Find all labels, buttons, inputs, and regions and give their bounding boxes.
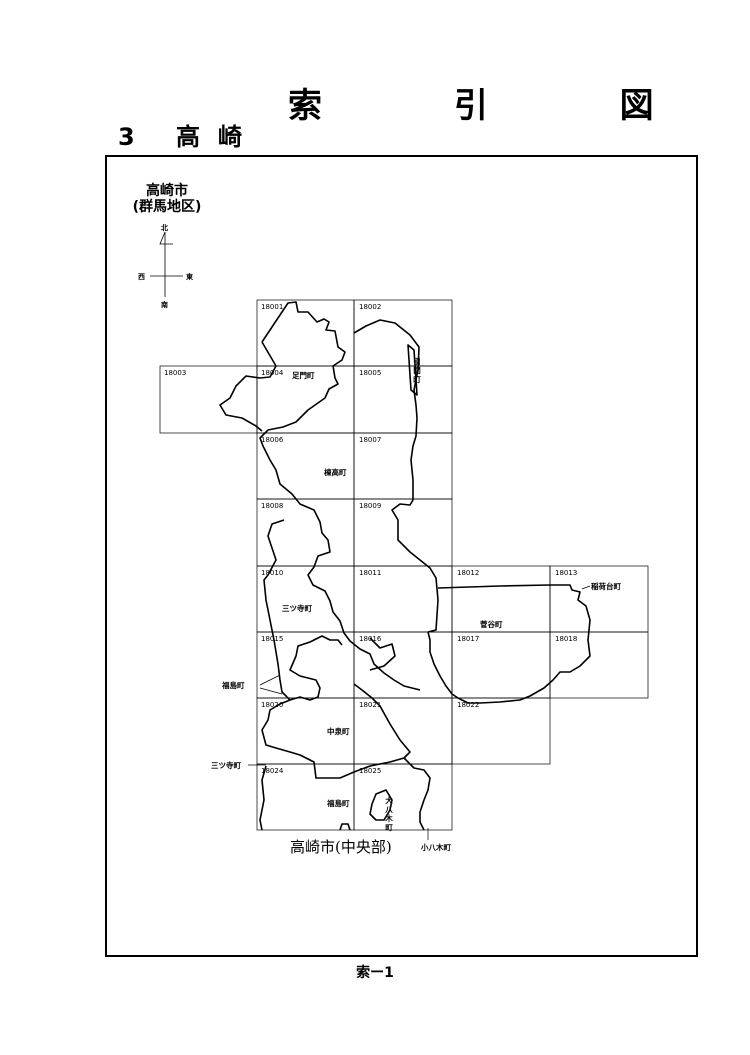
region-label: 高崎市 (群馬地区) (112, 183, 222, 215)
sheet-number: 18009 (359, 502, 381, 510)
boundary-inner-16 (369, 637, 396, 671)
sheet-number: 18002 (359, 303, 381, 311)
town-label-vertical: 引間町 (413, 356, 421, 384)
town-label: 棟高町 (324, 467, 347, 477)
boundary-ohyagi (369, 789, 393, 821)
sheet-number: 18006 (261, 436, 284, 444)
section-heading: 3 高崎 (118, 117, 260, 152)
sheet-number: 18003 (164, 369, 186, 377)
sheet-number: 18001 (261, 303, 283, 311)
sheet-number: 18017 (457, 635, 479, 643)
section-number: 3 (118, 123, 135, 151)
town-label: 足門町 (292, 371, 315, 380)
town-label: 三ツ寺町 (211, 760, 241, 770)
region-label-line2: (群馬地区) (132, 199, 202, 215)
boundary-east-upper (353, 319, 439, 633)
town-label: 福島町 (326, 798, 350, 808)
sheet-number: 18018 (555, 635, 577, 643)
leader-inaridai (581, 585, 591, 590)
town-label: 福島町 (221, 680, 245, 690)
sheet-number: 18008 (261, 502, 283, 510)
sheet-18022[interactable] (451, 697, 551, 765)
sheet-number: 18011 (359, 569, 381, 577)
compass-east: 東 (186, 272, 194, 281)
boundary-mitsudera (259, 765, 267, 831)
sheet-grid (159, 299, 649, 831)
boundary-hikima (407, 344, 418, 396)
leader-fukushima-left-2 (259, 687, 283, 695)
boundary-18003-lobe (219, 341, 277, 432)
sheet-18018[interactable] (549, 631, 649, 699)
sheet-number: 18005 (359, 369, 381, 377)
boundary-lines (219, 301, 591, 831)
sheet-number: 18013 (555, 569, 577, 577)
town-label: 小八木町 (421, 842, 451, 852)
boundary-south-center (261, 683, 411, 779)
page-title: 索 引 図 (288, 86, 714, 126)
town-label: 中泉町 (327, 726, 350, 736)
leader-lines (248, 585, 591, 840)
compass-north: 北 (161, 223, 168, 232)
boundary-bottom-nub (339, 823, 351, 831)
region-label-line1: 高崎市 (146, 183, 188, 199)
town-labels: 足門町 棟高町 三ツ寺町 菅谷町 稲荷台町 福島町 中泉町 三ツ寺町 福島町 小… (211, 371, 621, 852)
page-number: 索ー1 (356, 965, 394, 981)
section-name: 高崎 (176, 123, 260, 151)
sheet-number: 18010 (261, 569, 283, 577)
sheet-number: 18020 (261, 701, 283, 709)
sheet-numbers: 18001 18002 18003 18004 18005 18006 1800… (164, 303, 577, 775)
town-label: 稲荷台町 (591, 581, 621, 591)
boundary-west (259, 301, 421, 691)
sheet-number: 18024 (261, 767, 284, 775)
town-label: 三ツ寺町 (282, 603, 312, 613)
leader-fukushima-left (259, 674, 281, 686)
sheet-number: 18012 (457, 569, 479, 577)
sheet-18025[interactable] (353, 763, 453, 831)
compass-west: 西 (138, 273, 145, 281)
sheet-number: 18022 (457, 701, 479, 709)
map-caption: 高崎市(中央部) (290, 838, 392, 856)
sheet-number: 18015 (261, 635, 283, 643)
compass-south: 南 (161, 300, 168, 309)
sheet-number: 18021 (359, 701, 381, 709)
compass-icon (150, 231, 183, 297)
sheet-number: 18025 (359, 767, 381, 775)
north-arrow-icon (159, 231, 173, 245)
boundary-east-lower (427, 584, 591, 704)
town-label: 菅谷町 (480, 619, 503, 629)
map-frame (105, 155, 698, 957)
boundary-southwest (263, 519, 343, 701)
sheet-number: 18007 (359, 436, 381, 444)
boundary-koyagi (403, 757, 431, 831)
town-label-vertical: 大八木町 (384, 795, 393, 832)
